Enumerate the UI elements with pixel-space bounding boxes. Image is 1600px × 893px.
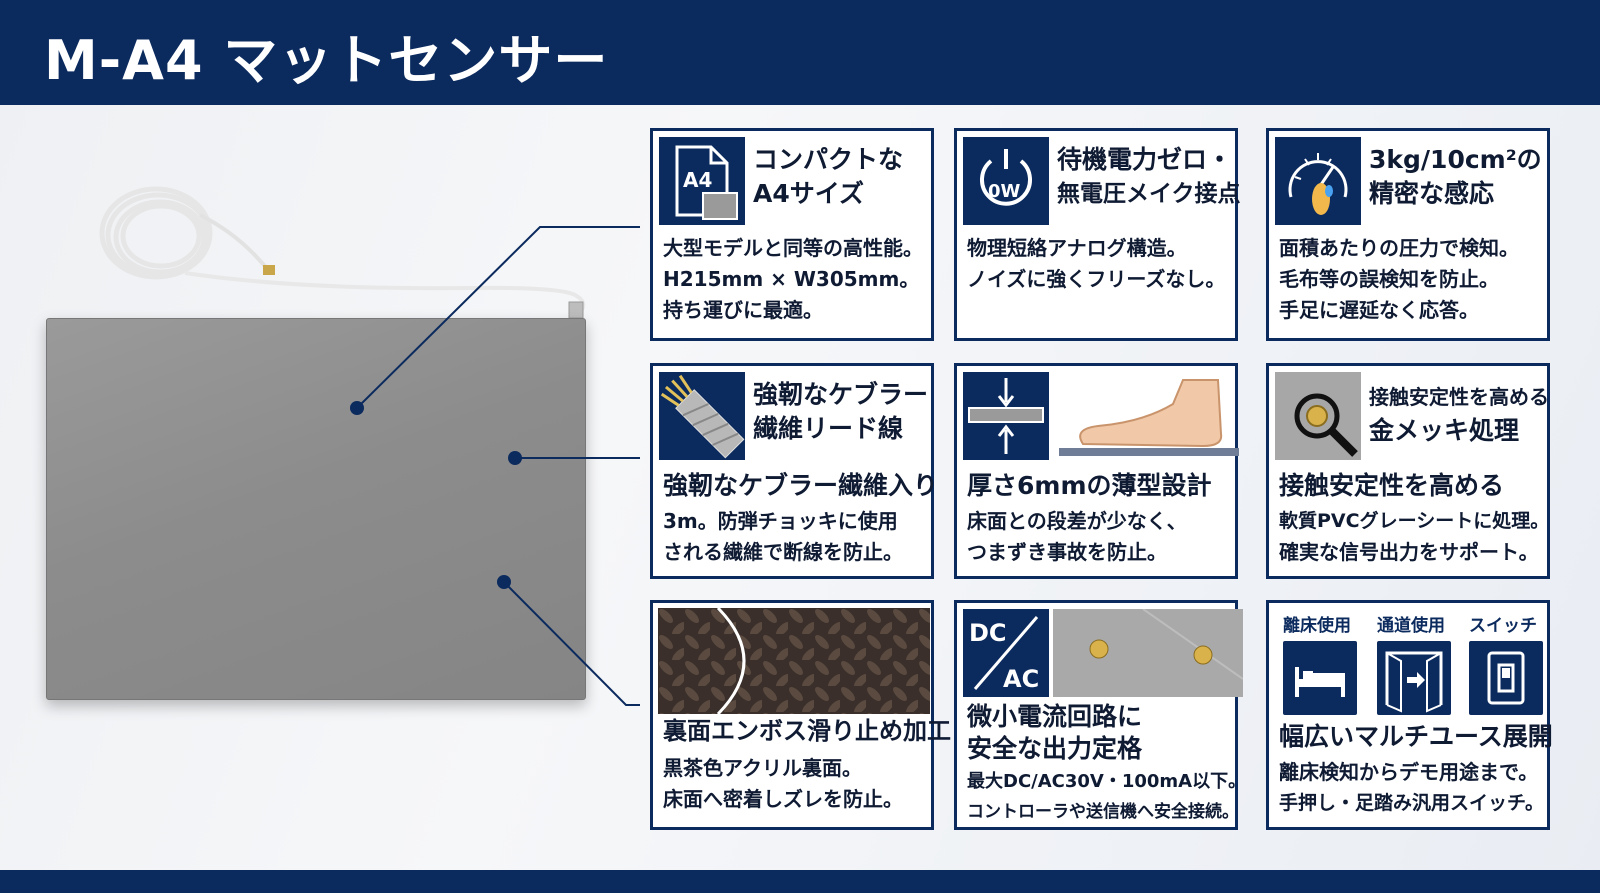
dc-ac-icon: DC AC	[963, 609, 1049, 697]
embossed-texture-image	[658, 608, 930, 714]
card-body-line: 手足に遅延なく応答。	[1279, 298, 1479, 322]
card-body-line: 離床検知からデモ用途まで。	[1279, 760, 1539, 784]
card-body-line: H215mm × W305mm。	[663, 267, 920, 291]
card-heading: 幅広いマルチユース展開	[1279, 722, 1553, 751]
card-title: 金メッキ処理	[1369, 416, 1520, 445]
card-title: 無電圧メイク接点	[1057, 181, 1241, 207]
doorway-arrow-icon	[1377, 641, 1451, 715]
feature-card-zero-power: 0W 待機電力ゼロ・ 無電圧メイク接点 物理短絡アナログ構造。 ノイズに強くフリ…	[954, 128, 1241, 341]
card-body-line: 黒茶色アクリル裏面。	[663, 756, 862, 780]
use-label-bed: 離床使用	[1283, 616, 1351, 636]
page-title: M-A4 マットセンサー	[44, 29, 609, 92]
footer-bar	[0, 870, 1600, 893]
card-heading: 強靭なケブラー繊維入り	[663, 471, 939, 500]
gold-contact-sheet-image	[1053, 609, 1243, 697]
card-heading: 裏面エンボス滑り止め加工	[663, 717, 951, 745]
card-heading: 安全な出力定格	[967, 734, 1143, 763]
mat-sensor-pad	[46, 318, 586, 700]
card-body-line: 持ち運びに最適。	[663, 298, 823, 322]
card-body-line: 最大DC/AC30V・100mA以下。	[967, 771, 1247, 792]
feature-card-sensitivity: 3kg/10cm²の 精密な感応 面積あたりの圧力で検知。 毛布等の誤検知を防止…	[1266, 128, 1550, 341]
power-0w-icon: 0W	[963, 137, 1049, 225]
card-heading: 厚さ6mmの薄型設計	[967, 471, 1212, 500]
svg-text:DC: DC	[969, 619, 1007, 647]
card-body-line: つまずき事故を防止。	[967, 540, 1167, 564]
card-title: 待機電力ゼロ・	[1057, 145, 1233, 174]
card-title: コンパクトな	[753, 145, 904, 174]
card-title: 強靭なケブラー	[753, 380, 929, 409]
kevlar-cable-icon	[659, 372, 745, 460]
card-body-line: 確実な信号出力をサポート。	[1279, 540, 1539, 564]
thickness-arrows-icon	[963, 372, 1049, 460]
feature-card-emboss: 裏面エンボス滑り止め加工 黒茶色アクリル裏面。 床面へ密着しズレを防止。	[650, 600, 951, 830]
card-title: A4サイズ	[753, 179, 864, 208]
svg-text:AC: AC	[1003, 665, 1039, 693]
card-title: 接触安定性を高める	[1369, 385, 1549, 409]
card-body-line: 床面との段差が少なく、	[967, 509, 1187, 533]
card-title: 繊維リード線	[753, 414, 904, 443]
card-body-line: 手押し・足踏み汎用スイッチ。	[1279, 792, 1545, 814]
foot-on-mat-image	[1059, 379, 1239, 456]
svg-text:0W: 0W	[988, 181, 1021, 202]
card-title: 3kg/10cm²の	[1369, 145, 1542, 174]
card-body-line: 面積あたりの圧力で検知。	[1279, 236, 1519, 260]
bed-icon	[1283, 641, 1357, 715]
card-title: 精密な感応	[1369, 179, 1495, 208]
svg-text:A4: A4	[683, 168, 712, 192]
feature-card-thin: 厚さ6mmの薄型設計 床面との段差が少なく、 つまずき事故を防止。	[954, 363, 1239, 579]
cable-icon	[99, 186, 586, 319]
card-heading: 接触安定性を高める	[1279, 471, 1505, 500]
use-label-passage: 通道使用	[1377, 616, 1445, 636]
card-body-line: 床面へ密着しズレを防止。	[663, 787, 903, 811]
pressure-gauge-foot-icon	[1275, 137, 1361, 225]
card-body-line: 物理短絡アナログ構造。	[967, 236, 1187, 260]
card-body-line: コントローラや送信機へ安全接続。	[967, 802, 1239, 822]
product-image	[0, 105, 640, 870]
magnifier-gold-contact-icon	[1275, 372, 1361, 460]
use-label-switch: スイッチ	[1469, 616, 1537, 636]
card-body-line: される繊維で断線を防止。	[663, 540, 903, 564]
a4-document-icon: A4	[659, 137, 745, 225]
feature-card-multi-use: 離床使用 通道使用 スイッチ 幅広いマルチユース展開 離床検知からデモ用途まで。	[1266, 600, 1553, 830]
card-body-line: ノイズに強くフリーズなし。	[967, 267, 1226, 291]
switch-icon	[1469, 641, 1543, 715]
card-body-line: 3m。防弾チョッキに使用	[663, 509, 898, 533]
feature-card-kevlar: 強靭なケブラー 繊維リード線 強靭なケブラー繊維入り 3m。防弾チョッキに使用 …	[650, 363, 939, 579]
card-heading: 微小電流回路に	[967, 702, 1143, 731]
feature-card-compact: A4 コンパクトな A4サイズ 大型モデルと同等の高性能。 H215mm × W…	[650, 128, 934, 341]
card-body-line: 毛布等の誤検知を防止。	[1279, 267, 1499, 291]
feature-card-gold-plating: 接触安定性を高める 金メッキ処理 接触安定性を高める 軟質PVCグレーシートに処…	[1266, 363, 1550, 579]
header-bar: M-A4 マットセンサー	[0, 0, 1600, 105]
card-body-line: 軟質PVCグレーシートに処理。	[1279, 510, 1550, 532]
feature-card-safe-rating: DC AC 微小電流回路に 安全な出力定格 最大DC/AC30V・100mA以下…	[954, 600, 1247, 830]
card-body-line: 大型モデルと同等の高性能。	[663, 236, 923, 260]
